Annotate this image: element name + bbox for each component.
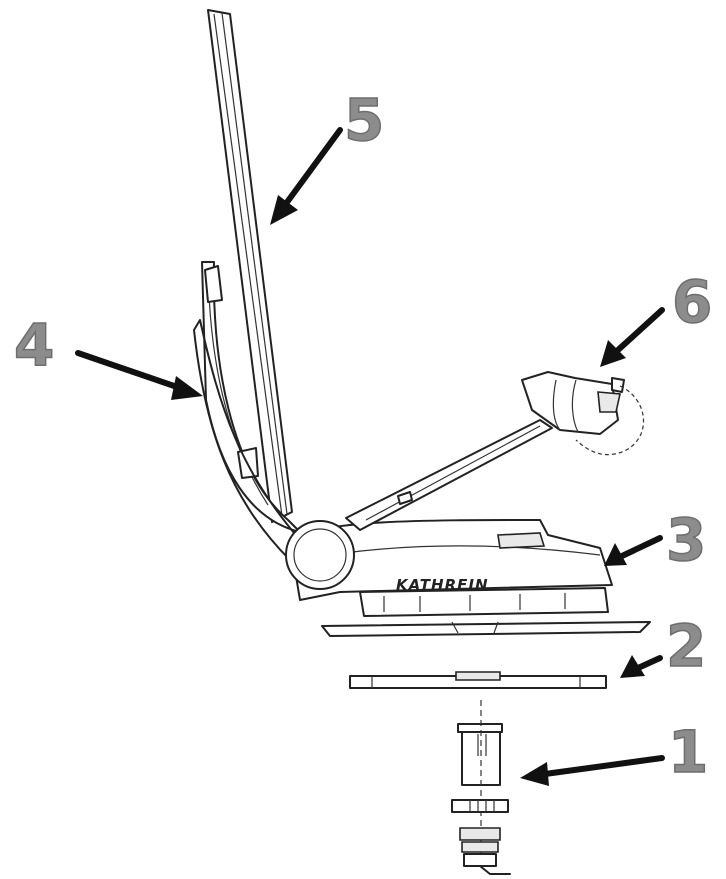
callout-3: 3: [666, 506, 706, 574]
callout-5: 5: [344, 86, 384, 154]
callout-1: 1: [668, 718, 708, 786]
feed-arm-lnb: [345, 371, 645, 531]
elevation-hinge: [285, 520, 355, 590]
base-housing: KATHREIN: [285, 519, 651, 637]
callout-2: 2: [666, 612, 706, 680]
reflector-dish: [207, 9, 293, 523]
rear-support-frame: [193, 261, 301, 561]
callout-arrows: [75, 127, 665, 786]
roof-bushing: [451, 700, 511, 875]
gasket-plate: [349, 671, 607, 689]
callout-labels: 5 4 6 3 2 1: [13, 85, 713, 787]
callout-4: 4: [14, 311, 54, 379]
callout-6: 6: [672, 268, 712, 336]
